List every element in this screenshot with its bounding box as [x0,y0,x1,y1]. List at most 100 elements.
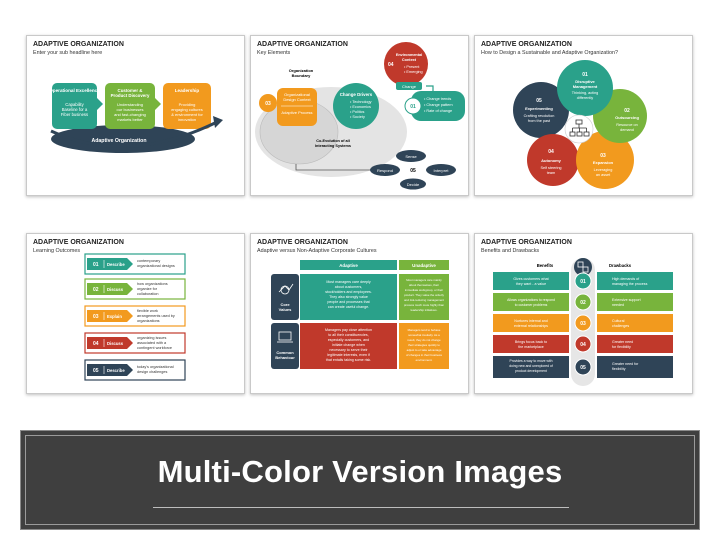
outcome-row: 03 Explain flexible work arrangements us… [84,305,186,327]
trend-item: • Change pattern [424,103,453,107]
num-circle-01 [404,97,422,115]
row-num: 04 [580,342,586,348]
petal-num: 01 [582,72,588,78]
env-item: • Present [404,65,420,69]
base-ellipse [51,125,195,153]
row-label-behaviour [271,323,299,369]
cell-text: necessary to serve their [329,348,368,352]
curved-arrow [50,120,218,148]
pillar-line: Fiber business [61,112,88,117]
drawback-text: Greater need for [612,362,639,366]
coevolution-label: Co-Evolution of all [316,139,350,143]
slide-thumbnail-3[interactable]: ADAPTIVE ORGANIZATION How to Design a Su… [474,35,693,196]
drawback-text: challenges [612,324,629,328]
header-adaptive [300,260,397,270]
petal-num: 03 [600,153,606,159]
pillar-title: Customer & [118,88,144,93]
row-text: collaboration [137,292,159,296]
drawback-text: High demands of [612,277,639,281]
cycle-label: Interpret [434,168,450,173]
row-label: Common [276,350,294,355]
row-verb: Explain [107,314,122,319]
row-text: contemporary [137,259,160,263]
benefit-text: Nurtures internal and [514,319,548,323]
slide-subtitle: Learning Outcomes [33,248,81,254]
row-num: 02 [580,300,586,306]
outcome-row: 02 Discuss how organizations organize fo… [84,278,186,300]
row-num: 03 [580,321,586,327]
benefit-row: 05 Provides a way to move with doing new… [493,356,673,378]
header-unadaptive [399,260,449,270]
values-icon [278,283,294,295]
pillar-line: our businesses [117,107,144,112]
petal-05 [513,82,569,138]
petal-text: team [547,171,555,175]
petal-num: 04 [548,149,554,155]
benefit-row: 04 Brings focus back to the marketplace … [493,335,673,353]
num-circle-03 [259,94,277,112]
row-label-core [271,274,299,320]
slide-thumbnail-5[interactable]: ADAPTIVE ORGANIZATION Adaptive versus No… [250,233,469,394]
pillar-line: Providing [179,102,196,107]
row-text: how organizations [137,282,168,286]
cell-text: initiate change when [332,343,365,347]
petal-text: Thinking, acting [572,91,599,95]
laptop-icon [277,331,293,343]
cell-text: that entails taking some risk. [326,358,371,362]
benefit-row: 01 Gives customers what they want - a va… [493,272,673,290]
org-chart-icon [569,119,590,137]
cell-adaptive-behaviour [300,323,397,369]
benefit-text: Provides a way to move with [510,359,553,363]
cycle-sense [396,150,426,162]
row-label: Behaviour [275,355,295,360]
multi-color-banner: Multi-Color Version Images [20,430,700,530]
header-label: Adaptive [339,263,358,268]
pillar-box [52,83,97,129]
row-text: flexible work [137,309,158,313]
row-num: 05 [580,365,586,371]
env-circle [384,42,428,86]
row-text: organizing issues [137,336,166,340]
env-num: 04 [388,62,394,68]
benefit-row: 03 Nurtures internal and external relati… [493,314,673,332]
slide-thumbnail-2[interactable]: ADAPTIVE ORGANIZATION Key Elements Organ… [250,35,469,196]
pillar-line: & environment for [171,112,203,117]
drivers-item: • Technology [350,100,372,104]
row-label: Core [280,302,290,307]
slide-thumbnail-1[interactable]: ADAPTIVE ORGANIZATION Enter your sub hea… [26,35,245,196]
drivers-title: Change Drivers [340,92,373,97]
slide-thumbnail-4[interactable]: ADAPTIVE ORGANIZATION Learning Outcomes … [26,233,245,394]
row-text: design challenges [137,370,167,374]
change-tag [396,82,422,90]
slide-subtitle: How to Design a Sustainable and Adaptive… [481,50,618,56]
petal-01 [557,60,613,116]
num-label: 01 [410,104,416,110]
cell-text: process much more highly than [404,303,445,307]
cell-text: product. They value the orderly [404,293,444,297]
petal-text: Self steering [540,166,561,170]
pillar-box [105,83,155,129]
petal-text: an asset [596,173,611,177]
slide-title: ADAPTIVE ORGANIZATION [481,239,572,246]
slide-title: ADAPTIVE ORGANIZATION [33,41,124,48]
cycle-num: 05 [410,168,416,174]
coevolution-label: Interacting Systems [315,144,351,148]
petal-text: demand [620,128,634,132]
env-title: Context [402,58,417,62]
row-verb: Discuss [107,341,124,346]
slide-thumbnail-6[interactable]: ADAPTIVE ORGANIZATION Benefits and Drawb… [474,233,693,394]
cell-text: leadership initiatives. [411,308,438,312]
row-num: 04 [93,341,99,347]
cell-unadaptive-behaviour [399,323,449,369]
cell-text: immediate workgroup, or their [405,288,443,292]
drawback-text: needed [612,303,624,307]
row-text: organizations [137,319,160,323]
cycle-label: Sense [405,154,417,159]
petal-text: differently [577,96,593,100]
pillar-line: engaging cultures [171,107,203,112]
col-benefits: Benefits [537,263,554,268]
change-tag-label: Change [402,84,417,89]
design-box [277,88,317,126]
slide-subtitle: Key Elements [257,50,291,56]
row-text: organizational designs [137,264,175,268]
